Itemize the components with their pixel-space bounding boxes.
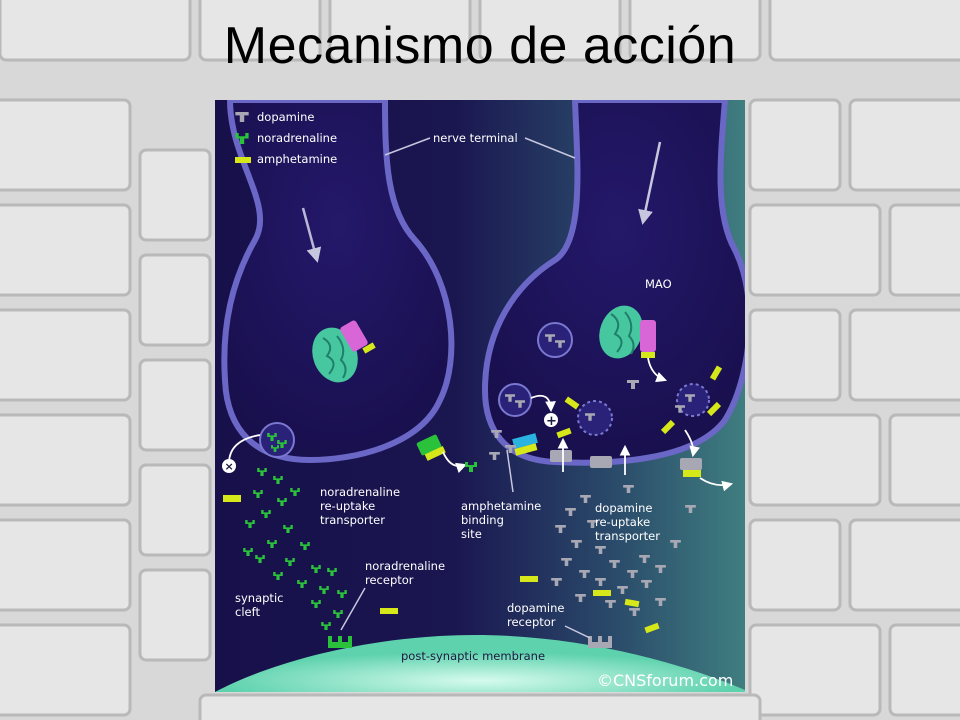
signal-arrow-right — [638, 141, 662, 225]
post-synaptic-membrane-label: post-synaptic membrane — [401, 649, 545, 663]
amphetamine-molecule — [223, 495, 241, 502]
noradrenaline-receptor — [328, 636, 352, 648]
da-transporter-arrow-3 — [699, 477, 734, 492]
na-receptor-label: noradrenaline receptor — [365, 559, 445, 587]
nerve-terminal-pointer-left — [384, 137, 431, 156]
legend-amphetamine-label: amphetamine — [257, 152, 337, 166]
release-arrow-right — [530, 394, 556, 413]
dopamine-receptor — [588, 636, 612, 648]
da-transporter-arrow-4 — [684, 429, 700, 458]
na-receptor-pointer — [340, 587, 366, 631]
plus-sign: + — [546, 414, 557, 429]
amphetamine-mechanism-diagram: nerve terminal dopamine noradrenaline am… — [215, 100, 745, 692]
da-transporter-label-line-3: transporter — [595, 529, 660, 543]
signal-arrow-left — [301, 207, 322, 263]
amphetamine-molecules — [380, 365, 723, 634]
na-transporter-label-line-2: re-uptake — [320, 499, 375, 513]
plus-symbol — [544, 413, 558, 427]
left-nerve-terminal — [221, 100, 455, 464]
na-transporter-arrow — [442, 451, 468, 473]
mitochondrion-left — [312, 327, 358, 383]
amphetamine-binding-site — [512, 433, 538, 456]
da-receptor-label-line-2: receptor — [507, 615, 556, 629]
dopamine-reuptake-transporter — [550, 450, 702, 477]
da-transporter-label-line-2: re-uptake — [595, 515, 650, 529]
amph-site-pointer — [506, 449, 514, 493]
right-nerve-terminal — [481, 100, 745, 466]
da-transporter-label-line-1: dopamine — [595, 501, 652, 515]
amph-site-label-line-3: site — [461, 527, 482, 541]
inhibit-x: × — [225, 460, 234, 473]
da-receptor-label: dopamine receptor — [507, 601, 564, 629]
mitochondrion-right — [599, 305, 643, 359]
amph-site-label-line-1: amphetamine — [461, 499, 541, 513]
cleft-label: synaptic cleft — [235, 591, 283, 619]
vesicle-right-2 — [498, 383, 532, 417]
post-synaptic-membrane — [215, 635, 745, 692]
da-receptor-label-line-1: dopamine — [507, 601, 564, 615]
noradrenaline-reuptake-transporter — [416, 434, 446, 461]
na-transporter-label-line-3: transporter — [320, 513, 385, 527]
slide-title: Mecanismo de acción — [223, 17, 737, 75]
na-receptor-label-line-1: noradrenaline — [365, 559, 445, 573]
legend-noradrenaline-label: noradrenaline — [257, 131, 337, 145]
amph-site-label-line-2: binding — [461, 513, 504, 527]
cleft-label-line-2: cleft — [235, 605, 260, 619]
legend: dopamine noradrenaline amphetamine — [235, 110, 337, 166]
cleft-label-line-1: synaptic — [235, 591, 283, 605]
na-transporter-label: noradrenaline re-uptake transporter — [320, 485, 400, 527]
release-arrow-left — [228, 434, 261, 463]
copyright-label: ©CNSforum.com — [597, 671, 733, 690]
mao-label: MAO — [645, 277, 672, 291]
legend-dopamine-label: dopamine — [257, 110, 314, 124]
mao-arrow — [647, 357, 668, 383]
nerve-terminal-label: nerve terminal — [433, 131, 518, 145]
na-receptor-label-line-2: receptor — [365, 573, 414, 587]
amph-site-label: amphetamine binding site — [461, 499, 541, 541]
vesicle-right-1 — [537, 322, 573, 358]
mao-enzyme-left — [340, 320, 376, 354]
vesicle-left — [259, 422, 295, 458]
inhibit-symbol — [222, 459, 236, 473]
da-receptor-pointer — [564, 625, 591, 639]
legend-amphetamine-swatch — [235, 157, 251, 163]
mao-enzyme-right — [640, 320, 656, 358]
vesicle-right-3 — [577, 400, 613, 436]
na-transporter-label-line-1: noradrenaline — [320, 485, 400, 499]
vesicle-right-4 — [675, 383, 710, 417]
nerve-terminal-pointer-right — [524, 137, 576, 159]
da-transporter-label: dopamine re-uptake transporter — [595, 501, 660, 543]
